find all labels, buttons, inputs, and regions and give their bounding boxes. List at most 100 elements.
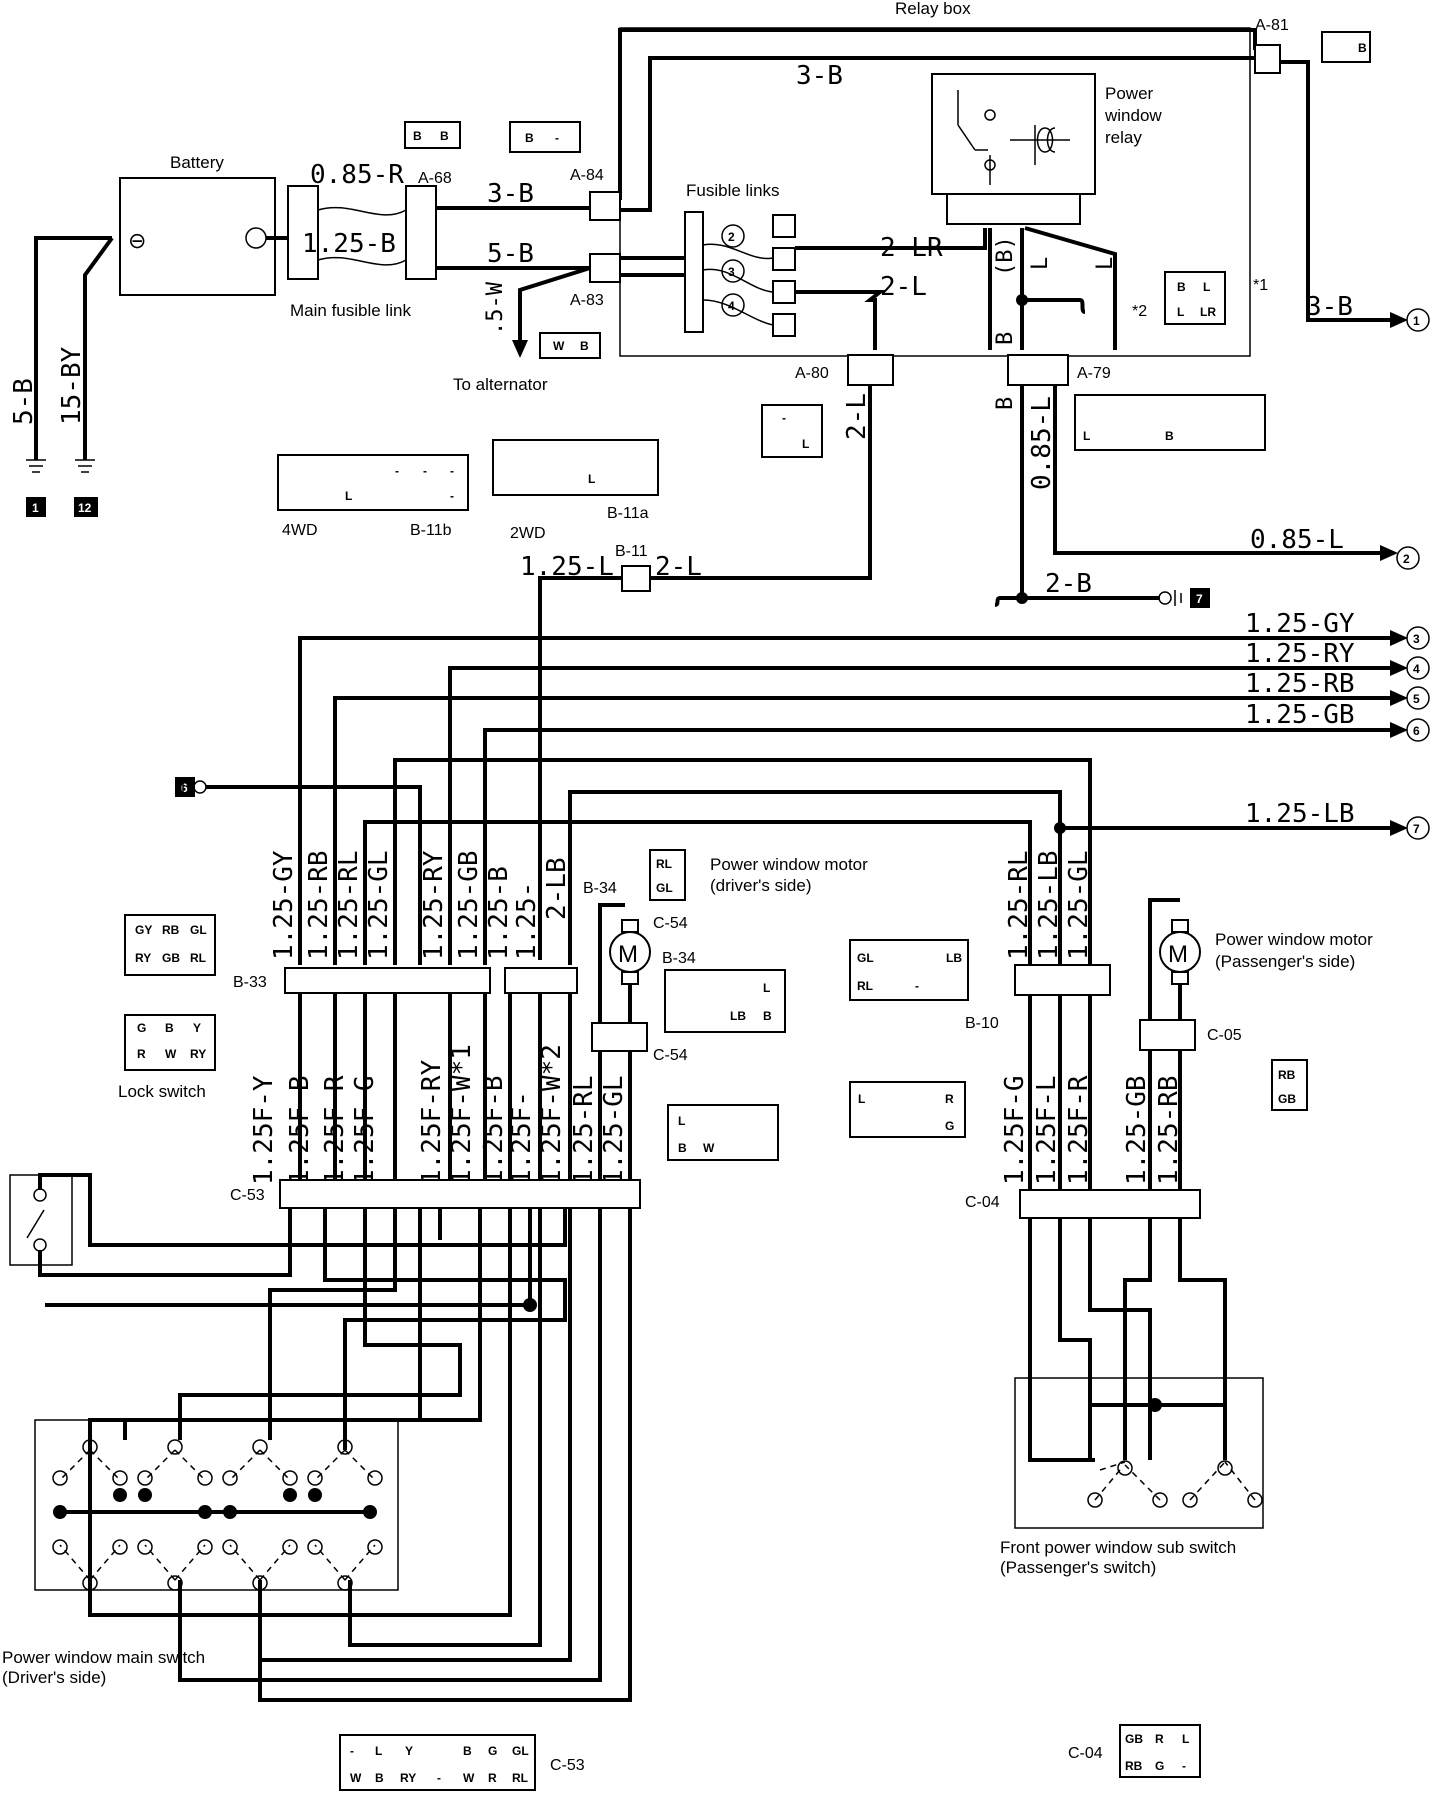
driver-motor-title-1: Power window motor bbox=[710, 855, 868, 874]
face-a80 bbox=[761, 404, 823, 458]
face-a81-pin: B bbox=[1358, 41, 1367, 55]
main-fusible-link-right bbox=[405, 185, 437, 280]
face-b11a bbox=[492, 439, 659, 496]
connector-b11b-label: B-11b bbox=[410, 522, 452, 539]
relay-box-label: Relay box bbox=[895, 0, 971, 18]
wire-2l-vertical: 2-L bbox=[842, 393, 872, 440]
face-relay bbox=[1164, 271, 1226, 325]
lock-switch-label: Lock switch bbox=[118, 1082, 206, 1101]
connector-a80 bbox=[847, 354, 894, 386]
face-c04-pin-2: R bbox=[1155, 1732, 1164, 1746]
face-b10-pin-1: GL bbox=[857, 951, 874, 965]
connector-c04 bbox=[1019, 1189, 1201, 1219]
face-a79 bbox=[1074, 394, 1266, 451]
fusible-links-label: Fusible links bbox=[686, 181, 780, 200]
face-b34 bbox=[664, 969, 786, 1033]
face-b11a-pin: L bbox=[588, 472, 595, 486]
junction-ground-7 bbox=[1016, 592, 1028, 604]
face-b11b-pin-2: - bbox=[423, 464, 427, 478]
face-relay-pin-4: LR bbox=[1200, 305, 1216, 319]
connector-b33-label: B-33 bbox=[233, 974, 267, 991]
face-c04-pin-5: G bbox=[1155, 1759, 1164, 1773]
connector-a79-label: A-79 bbox=[1077, 365, 1111, 382]
face-c05c-pin-3: G bbox=[945, 1119, 954, 1133]
c53-wire-r: 1.25F-R bbox=[320, 1075, 350, 1185]
wire-125lb-h: 1.25-LB bbox=[1245, 799, 1355, 829]
face-c04-label: C-04 bbox=[1068, 1745, 1103, 1762]
c53-wire-y: 1.25F-Y bbox=[249, 1075, 279, 1185]
junction-relay bbox=[1016, 294, 1028, 306]
connector-b11-label: B-11 bbox=[615, 543, 648, 560]
face-a79-pin-1: L bbox=[1083, 429, 1090, 443]
relay-box: Relay box Power window relay Fusible lin… bbox=[619, 0, 1251, 357]
terminal-7-label: 7 bbox=[1413, 822, 1420, 836]
connector-b33-a bbox=[284, 967, 491, 994]
face-c05m-pin-1: RB bbox=[1278, 1068, 1296, 1082]
face-b11b-pin-4: L bbox=[345, 489, 352, 503]
face-c53-pin-10: - bbox=[437, 1771, 441, 1785]
b33-wire-gy: 1.25-GY bbox=[269, 850, 299, 960]
face-a80-pin-1: - bbox=[782, 411, 786, 425]
face-b10-pin-3: RL bbox=[857, 979, 873, 993]
wire-l-diag: L bbox=[1093, 257, 1118, 270]
face-b34m-pin-2: GL bbox=[656, 881, 673, 895]
b33-wire-rb: 1.25-RB bbox=[304, 850, 334, 960]
face-a79-pin-2: B bbox=[1165, 429, 1174, 443]
b33-wire-b: 1.25-B bbox=[484, 866, 514, 960]
face-a84-pin-2: - bbox=[555, 131, 559, 145]
output-arrows bbox=[1390, 630, 1408, 836]
terminal-5-label: 5 bbox=[1413, 692, 1420, 706]
ground-7-icon bbox=[1174, 590, 1182, 606]
face-c53-pin-4: B bbox=[463, 1744, 472, 1758]
main-switch-contacts bbox=[52, 1439, 383, 1591]
junction-sub-switch bbox=[1148, 1398, 1162, 1412]
b10-wire-rl: 1.25-RL bbox=[1004, 850, 1034, 960]
driver-motor-bottom bbox=[621, 971, 639, 985]
face-b11b-pin-3: - bbox=[450, 464, 454, 478]
wire-5w: .5-W bbox=[483, 281, 508, 335]
wire-125gb-h: 1.25-GB bbox=[1245, 700, 1355, 730]
c04-wire-r: 1.25F-R bbox=[1064, 1075, 1094, 1185]
terminal-6-label: 6 bbox=[1413, 724, 1420, 738]
terminal-6 bbox=[1406, 718, 1430, 742]
power-window-relay bbox=[931, 73, 1096, 195]
wire-125gy-h: 1.25-GY bbox=[1245, 609, 1355, 639]
face-c53-pin-12: R bbox=[488, 1771, 497, 1785]
lock-switch-contact-bottom bbox=[33, 1238, 47, 1252]
sub-switch-body bbox=[1014, 1377, 1264, 1529]
b33-wire-gb: 1.25-GB bbox=[454, 850, 484, 960]
fuse-1 bbox=[772, 214, 796, 238]
fuse-circle-3 bbox=[721, 259, 745, 283]
passenger-motor-label: M bbox=[1168, 941, 1188, 968]
power-window-relay-label-2: window bbox=[1104, 106, 1162, 125]
connector-c54-label-2: C-54 bbox=[653, 1047, 688, 1064]
face-a81 bbox=[1321, 31, 1371, 63]
connector-a83 bbox=[589, 253, 621, 283]
face-c53-label: C-53 bbox=[550, 1757, 585, 1774]
face-b33-pin-4: RY bbox=[135, 951, 151, 965]
driver-motor-label: M bbox=[618, 941, 638, 968]
connector-a68-label: A-68 bbox=[418, 170, 452, 187]
passenger-motor-top bbox=[1171, 919, 1189, 933]
passenger-harness: 1.25-RL 1.25-LB 1.25-GL B-10 1.25F-G 1.2… bbox=[965, 850, 1373, 1577]
wire-085r: 0.85-R bbox=[310, 160, 404, 190]
face-c54 bbox=[667, 1104, 779, 1161]
connector-a80-label: A-80 bbox=[795, 365, 829, 382]
connector-b11a-label: B-11a bbox=[607, 505, 649, 522]
connector-c05 bbox=[1139, 1019, 1196, 1051]
face-a80-pin-2: L bbox=[802, 437, 809, 451]
wire-5b: 5-B bbox=[487, 239, 534, 269]
c53-wire-blank: 1.25F- bbox=[507, 1091, 537, 1185]
face-a83-pin-2: B bbox=[580, 339, 589, 353]
face-a84 bbox=[509, 121, 581, 153]
power-window-relay-label-3: relay bbox=[1105, 128, 1142, 147]
connector-a79 bbox=[1007, 354, 1069, 386]
wire-2l-star1: 2-L bbox=[880, 272, 927, 302]
face-b34-motor bbox=[649, 849, 686, 901]
face-c53-pin-11: W bbox=[463, 1771, 475, 1785]
face-c54-pin-1: L bbox=[678, 1114, 685, 1128]
passenger-motor-title-2: (Passenger's side) bbox=[1215, 952, 1355, 971]
connector-b33-b bbox=[504, 967, 578, 994]
label-2wd: 2WD bbox=[510, 525, 546, 542]
fuse-3 bbox=[772, 280, 796, 304]
